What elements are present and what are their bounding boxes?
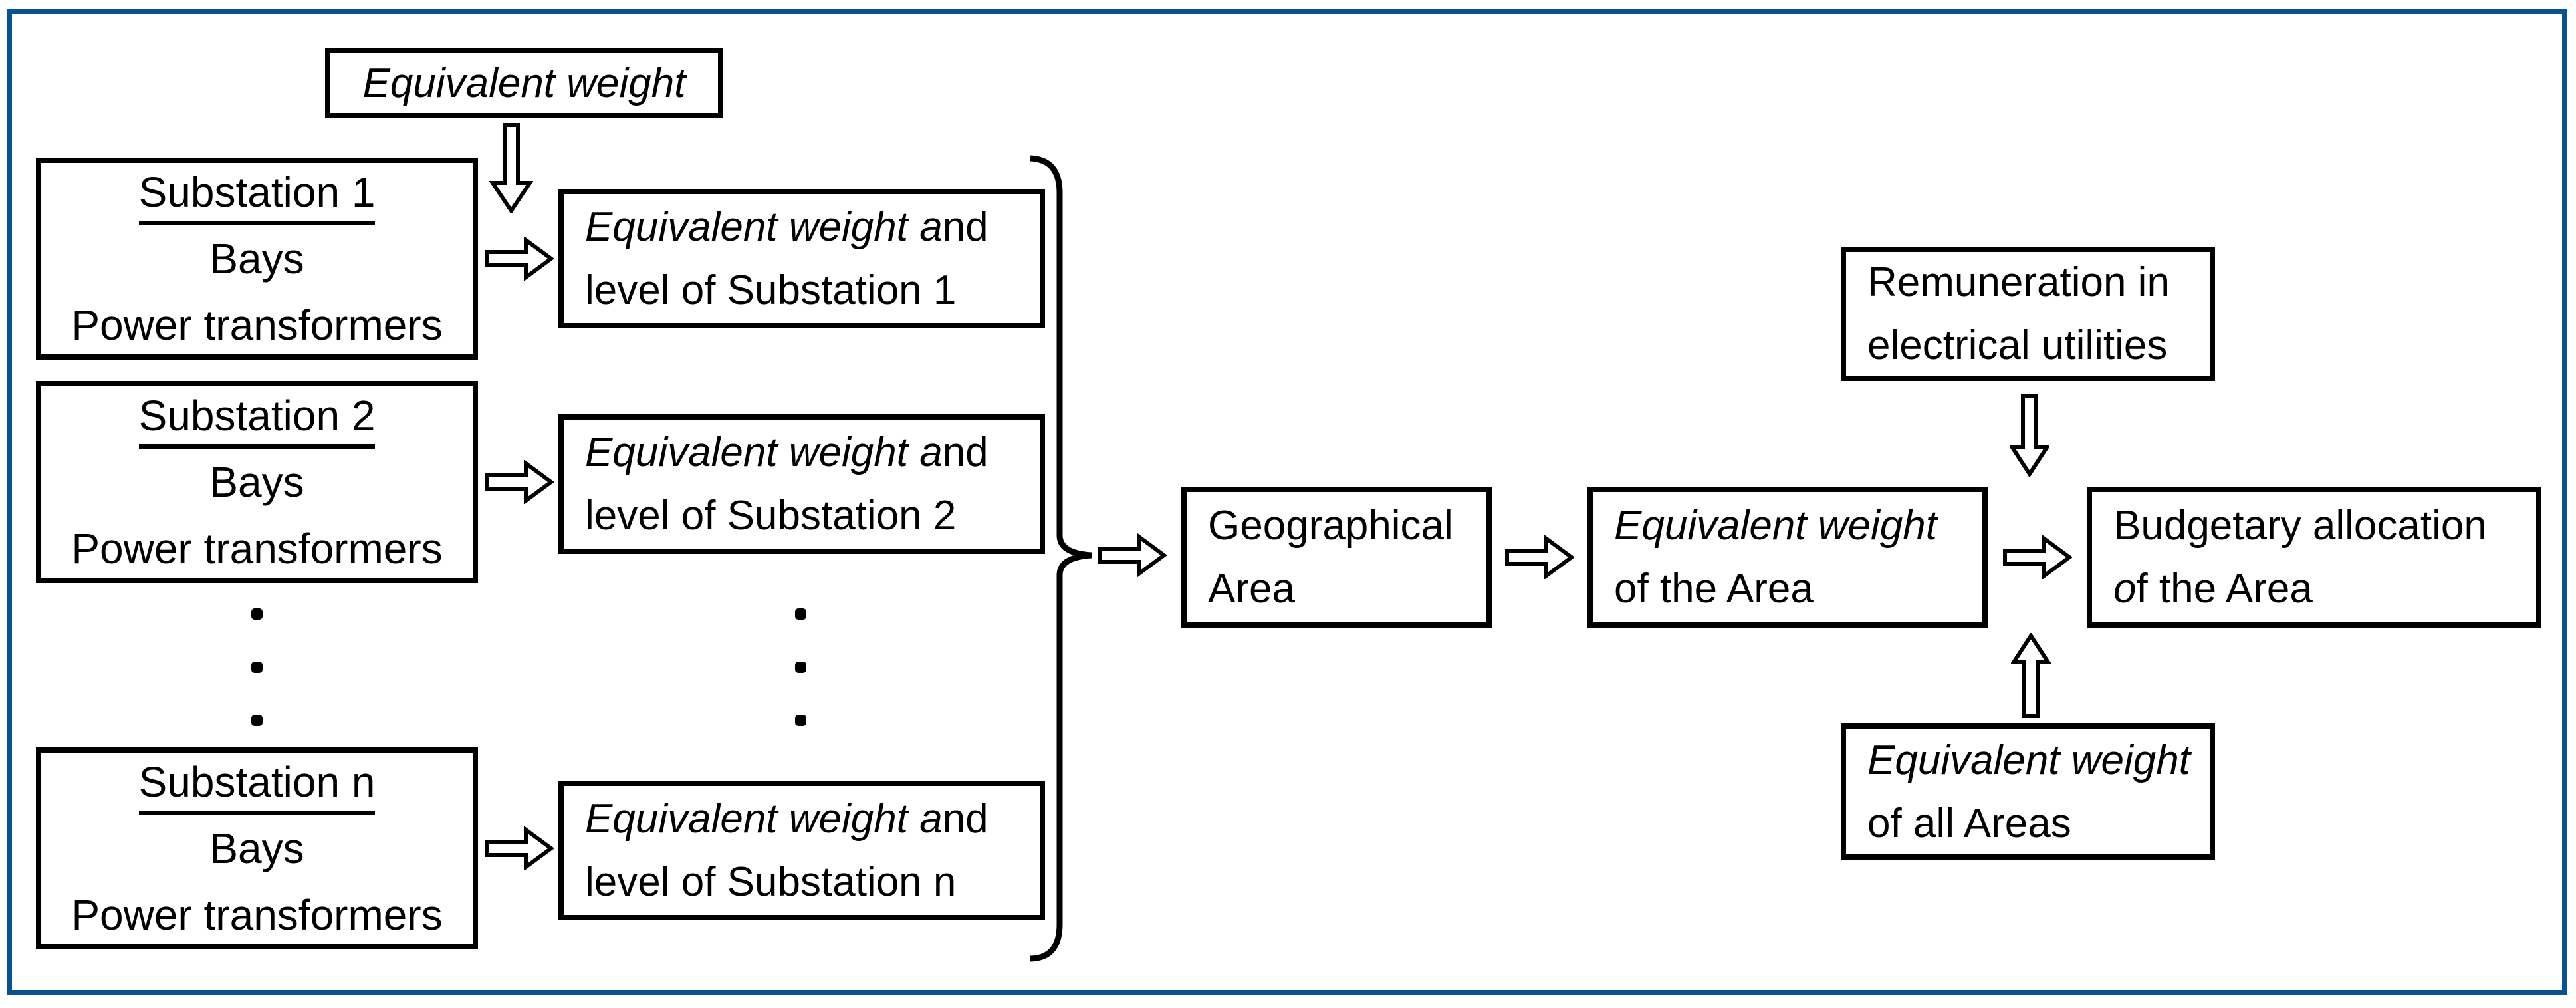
- vertical-ellipsis-dot: [251, 715, 263, 726]
- ew-level-substation-n-line1: Equivalent weight and: [585, 796, 989, 842]
- ew-level-substation-n-line2: level of Substation n: [585, 859, 957, 905]
- ew-level-substation-2-box: Equivalent weight and level of Substatio…: [558, 414, 1045, 554]
- ew-level-substation-1-box: Equivalent weight and level of Substatio…: [558, 189, 1045, 328]
- ew-level-substation-n-box: Equivalent weight and level of Substatio…: [558, 781, 1045, 920]
- budgetary-allocation-line2: of the Area: [2113, 566, 2313, 612]
- substation-2-bays: Bays: [209, 457, 304, 506]
- substation-1-title: Substation 1: [138, 166, 376, 225]
- arrow-ewarea-to-budget-icon: [2003, 535, 2072, 579]
- ew-level-substation-2-line2: level of Substation 2: [585, 493, 957, 539]
- arrow-remuneration-to-budget-icon: [2010, 394, 2049, 477]
- vertical-ellipsis-dot: [795, 715, 806, 726]
- vertical-ellipsis-dot: [795, 662, 806, 673]
- arrow-substation2-to-ew2-icon: [485, 460, 554, 504]
- substation-n-transformers: Power transformers: [71, 890, 443, 939]
- ew-all-areas-box: Equivalent weight of all Areas: [1841, 723, 2215, 860]
- arrow-substation1-to-ew1-icon: [485, 237, 554, 281]
- substation-n-title: Substation n: [138, 756, 376, 815]
- substation-n-bays: Bays: [209, 824, 304, 872]
- substation-2-title: Substation 2: [138, 390, 376, 449]
- vertical-ellipsis-dot: [251, 662, 263, 673]
- arrow-ewlabel-down-icon: [489, 123, 533, 213]
- budgetary-allocation-box: Budgetary allocation of the Area: [2087, 487, 2541, 628]
- arrow-geographical-to-ewarea-icon: [1505, 535, 1574, 579]
- substation-2-box: Substation 2 Bays Power transformers: [36, 381, 478, 583]
- geographical-area-line2: Area: [1208, 566, 1295, 612]
- ew-level-substation-1-line1: Equivalent weight and: [585, 204, 989, 250]
- remuneration-box: Remuneration in electrical utilities: [1841, 247, 2215, 381]
- equivalent-weight-label-box: Equivalent weight: [325, 48, 723, 118]
- ew-level-substation-2-line1: Equivalent weight and: [585, 430, 989, 475]
- vertical-ellipsis-dot: [795, 608, 806, 620]
- ew-of-area-box: Equivalent weight of the Area: [1587, 487, 1988, 628]
- arrow-substationN-to-ewN-icon: [485, 826, 554, 870]
- ew-all-areas-line1: Equivalent weight: [1867, 737, 2190, 783]
- geographical-area-box: Geographical Area: [1181, 487, 1492, 628]
- ew-all-areas-line2: of all Areas: [1867, 800, 2071, 846]
- geographical-area-line1: Geographical: [1208, 503, 1453, 549]
- ew-of-area-line1: Equivalent weight: [1614, 503, 1937, 549]
- substation-n-box: Substation n Bays Power transformers: [36, 747, 478, 949]
- substation-1-box: Substation 1 Bays Power transformers: [36, 158, 478, 360]
- ew-level-substation-1-line2: level of Substation 1: [585, 267, 957, 313]
- equivalent-weight-label: Equivalent weight: [362, 60, 686, 106]
- substation-1-bays: Bays: [209, 234, 304, 283]
- arrow-bracket-to-geographical-icon: [1098, 533, 1167, 577]
- remuneration-line2: electrical utilities: [1867, 322, 2168, 368]
- grouping-bracket: [1017, 146, 1117, 974]
- substation-1-transformers: Power transformers: [71, 301, 443, 349]
- vertical-ellipsis-dot: [251, 608, 263, 620]
- budgetary-allocation-line1: Budgetary allocation: [2113, 503, 2487, 549]
- ew-of-area-line2: of the Area: [1614, 566, 1814, 612]
- arrow-allareas-to-budget-icon: [2011, 633, 2051, 718]
- substation-2-transformers: Power transformers: [71, 524, 443, 572]
- remuneration-line1: Remuneration in: [1867, 259, 2170, 305]
